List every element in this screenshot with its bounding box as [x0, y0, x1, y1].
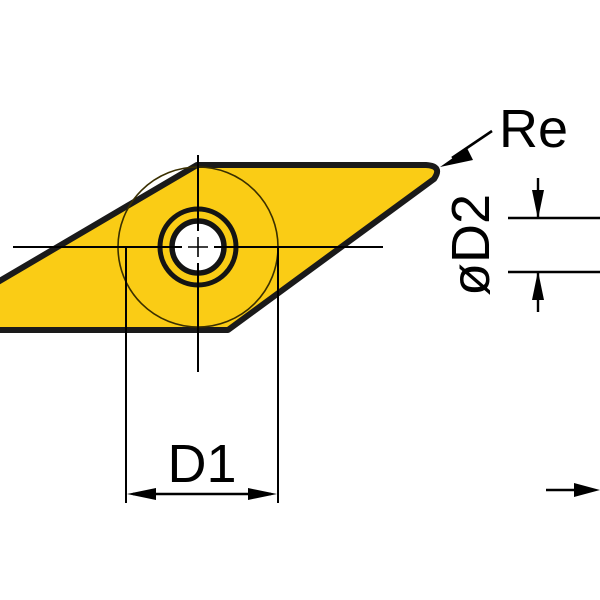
- d2-dimension: øD2: [441, 178, 544, 312]
- centerlines-group: [13, 155, 383, 372]
- re-label: Re: [499, 99, 568, 159]
- partial-width-arrow: [546, 483, 600, 497]
- re-arrowhead: [440, 148, 473, 167]
- re-leader-line: [451, 129, 493, 160]
- partial-arrowhead: [574, 483, 600, 497]
- d1-arrowhead-right: [248, 488, 277, 500]
- d2-arrowhead-bottom: [532, 271, 544, 300]
- d2-label: øD2: [441, 194, 501, 296]
- d2-extension-lines: [508, 216, 600, 274]
- d2-arrowhead-top: [532, 190, 544, 219]
- re-dimension: Re: [440, 99, 568, 167]
- d1-arrowhead-left: [127, 488, 156, 500]
- d1-dimension: D1: [127, 434, 277, 500]
- d1-extension-lines: [125, 247, 279, 503]
- d1-label: D1: [167, 434, 236, 494]
